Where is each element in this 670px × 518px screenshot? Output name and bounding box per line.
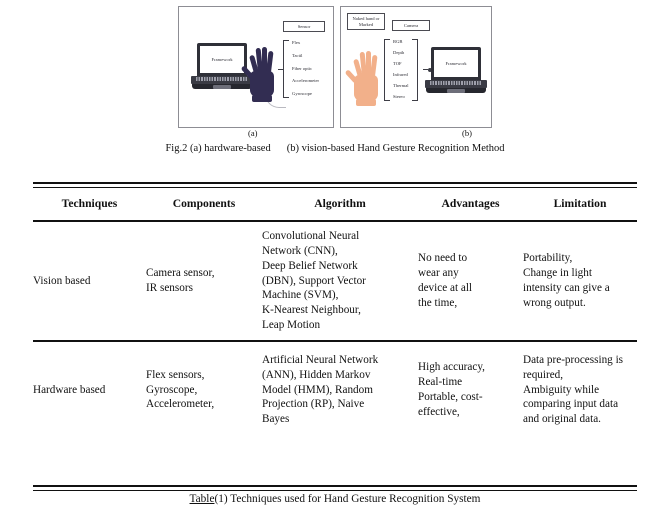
column-header-algorithm: Algorithm xyxy=(314,197,366,211)
laptop-screen-label-b: Framework xyxy=(445,60,467,67)
table-bottom-rule-thin xyxy=(33,490,637,491)
camera-item-depth: Depth xyxy=(393,50,405,56)
laptop-trackpad-b xyxy=(447,88,465,93)
laptop-screen-b: Framework xyxy=(434,50,478,77)
cell-advantages-hardware: High accuracy, Real-time Portable, cost-… xyxy=(418,361,485,418)
camera-link-dot xyxy=(428,68,432,72)
camera-items-b: RGB Depth TOF Infrared Thermal Stereo xyxy=(390,39,412,101)
sensor-item-flex: Flex xyxy=(292,40,301,45)
laptop-illustration-b: Framework xyxy=(425,47,487,93)
input-box-label-b: Naked hand or Marked xyxy=(347,13,385,30)
camera-list-group-b: RGB Depth TOF Infrared Thermal Stereo xyxy=(384,39,418,101)
figure-panel-b: Naked hand or Marked Camera RGB Depth TO… xyxy=(340,6,492,128)
panel-b-letter: (b) xyxy=(462,128,472,138)
sensor-item-tactil: Tactil xyxy=(292,52,303,58)
table-header-rule xyxy=(33,220,637,222)
laptop-lid-a: Framework xyxy=(197,43,247,76)
sensor-list-group-a: Flex Tactil Fiber optic Accelerometer Gy… xyxy=(283,40,322,98)
figure-caption: Fig.2 (a) hardware-based (b) vision-based… xyxy=(0,143,670,154)
sensor-item-fiber-optic: Fiber optic xyxy=(292,65,313,71)
laptop-screen-a: Framework xyxy=(200,46,244,73)
sensor-item-accelerometer: Accelerometer xyxy=(292,78,320,84)
laptop-keyboard-a xyxy=(196,77,248,81)
table-header-row: Techniques Components Algorithm Advantag… xyxy=(33,188,637,220)
techniques-table: Techniques Components Algorithm Advantag… xyxy=(33,182,637,438)
hand-finger-3 xyxy=(366,51,371,80)
laptop-screen-label-a: Framework xyxy=(211,56,233,63)
laptop-lid-b: Framework xyxy=(431,47,481,80)
table-caption-label: Table xyxy=(189,493,215,505)
glove-cuff xyxy=(252,95,272,102)
camera-item-stereo: Stereo xyxy=(393,94,405,100)
cell-algorithm-vision: Convolutional Neural Network (CNN), Deep… xyxy=(262,229,366,332)
camera-item-tof: TOF xyxy=(393,61,402,67)
column-header-components: Components xyxy=(172,197,236,211)
camera-item-rgb: RGB xyxy=(393,39,403,44)
table-caption: Table(1) Techniques used for Hand Gestur… xyxy=(0,493,670,505)
camera-brace-left xyxy=(384,39,390,101)
hand-palm xyxy=(354,75,378,101)
table-caption-rest: (1) Techniques used for Hand Gesture Rec… xyxy=(214,493,481,505)
table-bottom-rule-thick xyxy=(33,485,637,487)
sensor-box-label-a: Sensor xyxy=(283,21,325,32)
laptop-keyboard-b xyxy=(430,81,482,85)
gloved-hand-illustration xyxy=(240,45,279,102)
sensor-brace-tick xyxy=(278,69,283,70)
cell-components-vision: Camera sensor, IR sensors xyxy=(146,267,215,294)
table-row: Hardware based Flex sensors, Gyroscope, … xyxy=(33,342,637,438)
sensor-brace-left xyxy=(283,40,289,98)
panel-a-letter: (a) xyxy=(248,128,258,138)
bare-hand-illustration xyxy=(344,49,383,106)
hand-wrist xyxy=(356,99,376,106)
camera-item-infrared: Infrared xyxy=(393,72,408,78)
figure-2: Framework Sensor Flex xyxy=(178,6,492,128)
cell-advantages-vision: No need to wear any device at all the ti… xyxy=(418,252,473,309)
column-header-techniques: Techniques xyxy=(61,197,118,211)
glove-finger-3 xyxy=(262,47,267,76)
cell-components-hardware: Flex sensors, Gyroscope, Accelerometer, xyxy=(146,368,215,411)
table-row-separator xyxy=(33,340,637,342)
sensor-items-a: Flex Tactil Fiber optic Accelerometer Gy… xyxy=(289,40,322,98)
camera-box-label-b: Camera xyxy=(392,20,430,31)
cell-algorithm-hardware: Artificial Neural Network (ANN), Hidden … xyxy=(262,353,379,426)
glove-palm xyxy=(250,71,274,97)
table-top-rule-thin xyxy=(33,187,637,188)
sensor-item-gyroscope: Gyroscope xyxy=(292,91,312,97)
figure-caption-part2: (b) vision-based Hand Gesture Recognitio… xyxy=(286,143,505,154)
column-header-limitation: Limitation xyxy=(553,197,607,211)
camera-item-thermal: Thermal xyxy=(393,83,409,89)
laptop-trackpad-a xyxy=(213,84,231,89)
cell-technique-hardware: Hardware based xyxy=(33,383,106,396)
table-row: Vision based Camera sensor, IR sensors C… xyxy=(33,222,637,340)
laptop-illustration-a: Framework xyxy=(191,43,253,89)
figure-caption-part1: Fig.2 (a) hardware-based xyxy=(165,143,271,154)
figure-panel-a: Framework Sensor Flex xyxy=(178,6,334,128)
camera-brace-right xyxy=(411,39,418,101)
table-top-rule-thick xyxy=(33,182,637,184)
column-header-advantages: Advantages xyxy=(441,197,500,211)
cell-limitation-vision: Portability, Change in light intensity c… xyxy=(523,252,610,309)
camera-brace-tick xyxy=(423,69,428,70)
cell-technique-vision: Vision based xyxy=(33,274,91,287)
table-bottom-rule-group xyxy=(33,485,637,491)
cell-limitation-hardware: Data pre-processing is required, Ambigui… xyxy=(523,353,624,426)
